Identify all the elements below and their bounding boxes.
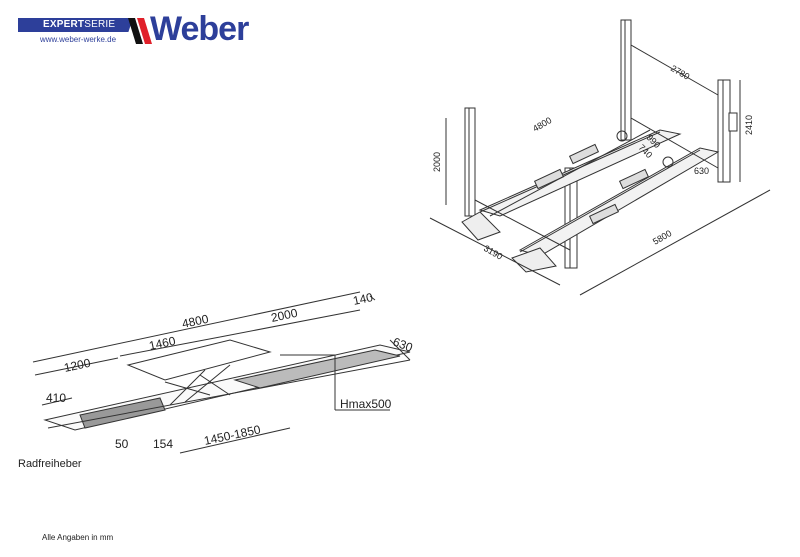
dim-4800: 4800 <box>531 115 553 134</box>
weber-logo: EXPERTSERIE www.weber-werke.de Weber <box>0 0 270 60</box>
wheel-free-jack-drawing <box>32 291 411 454</box>
dim-2000-jack: 2000 <box>270 306 299 325</box>
dim-630-jack: 630 <box>391 335 415 355</box>
dim-2410: 2410 <box>744 115 754 135</box>
website-url: www.weber-werke.de <box>40 35 117 44</box>
dim-2780: 2780 <box>669 63 691 82</box>
dim-1450-1850: 1450-1850 <box>203 422 262 448</box>
jack-dimensions: 4800 1200 1460 2000 140 630 410 50 154 1… <box>46 290 415 451</box>
dim-1200: 1200 <box>63 356 92 375</box>
dim-1460: 1460 <box>148 334 177 353</box>
brand-stripes-icon <box>128 18 152 44</box>
dim-50: 50 <box>115 437 129 451</box>
dim-630: 630 <box>694 166 709 176</box>
dim-3190: 3190 <box>482 243 504 262</box>
dim-154: 154 <box>153 437 173 451</box>
dim-4800-jack: 4800 <box>181 312 210 331</box>
series-label-light: SERIE <box>84 19 116 30</box>
dim-410: 410 <box>46 391 66 405</box>
dim-hmax500: Hmax500 <box>340 397 392 411</box>
dim-5800: 5800 <box>651 228 673 247</box>
jack-caption: Radfreiheber <box>18 458 82 470</box>
dim-140: 140 <box>352 290 375 308</box>
series-label-bold: EXPERT <box>43 19 85 30</box>
expertserie-banner <box>18 18 133 32</box>
brand-name: Weber <box>150 10 249 48</box>
units-footnote: Alle Angaben in mm <box>42 533 114 542</box>
dim-2000: 2000 <box>432 152 442 172</box>
series-label: EXPERTSERIE <box>43 19 115 30</box>
